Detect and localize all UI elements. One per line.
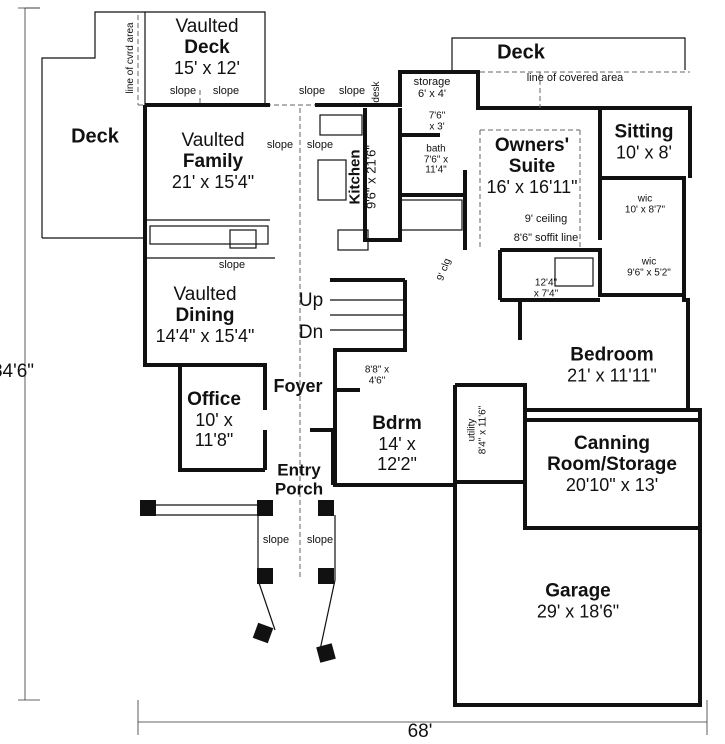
- room-title-line1: Canning: [573, 433, 650, 455]
- room-title: utility: [466, 418, 478, 442]
- room-dimensions-line1: 8'8" x: [364, 364, 390, 376]
- slope-note: slope: [266, 138, 294, 151]
- room-title-line1: Owners': [494, 135, 570, 157]
- room-owners-suite: Owners' Suite 16' x 16'11": [486, 135, 578, 198]
- stair-down-label: Dn: [298, 322, 324, 343]
- room-title-line2: Suite: [508, 156, 556, 178]
- room-title: Foyer: [273, 376, 323, 397]
- room-dimensions: 10' x 8': [616, 142, 672, 163]
- room-dimensions: 9'6" x 21'6": [363, 144, 379, 210]
- room-vaulted-deck: Vaulted Deck 15' x 12': [174, 16, 240, 79]
- slope-note: slope: [212, 84, 240, 97]
- room-dimensions: 15' x 12': [174, 57, 240, 78]
- room-bdrm: Bdrm 14' x 12'2": [372, 412, 422, 474]
- room-title: Bdrm: [372, 412, 422, 434]
- slope-note: slope: [306, 138, 334, 151]
- room-dimensions-line2: x 7'4": [533, 288, 559, 299]
- room-bedroom: Bedroom 21' x 11'11": [567, 344, 657, 387]
- room-dimensions: 6' x 4': [417, 88, 447, 100]
- room-title: bath: [426, 143, 446, 155]
- room-dimensions-line2: 4'6": [368, 375, 386, 386]
- room-dimensions: 9'6" x 5'2": [627, 267, 671, 278]
- room-title-line2: Family: [182, 151, 244, 173]
- owners-soffit-note: 8'6" soffit line: [513, 231, 579, 244]
- room-vaulted-dining: Vaulted Dining 14'4" x 15'4": [155, 284, 255, 347]
- room-foyer: Foyer: [273, 376, 323, 397]
- depth-dimension: 84'6": [0, 361, 35, 382]
- room-storage: storage 6' x 4': [414, 76, 451, 100]
- room-sitting: Sitting 10' x 8': [614, 121, 674, 164]
- slope-note: slope: [218, 258, 246, 271]
- room-title: wic: [641, 256, 657, 268]
- room-dimensions-line1: 10' x: [195, 409, 233, 430]
- interior-walls: [145, 108, 684, 485]
- room-title-line1: Vaulted: [173, 284, 237, 306]
- room-title-line1: Entry: [277, 460, 321, 480]
- room-dimensions-line1: 7'6" x: [423, 153, 449, 165]
- room-title: Garage: [545, 580, 611, 602]
- room-dimensions: 14'4" x 15'4": [155, 325, 255, 346]
- room-wc: 7'6" x 3': [428, 110, 446, 133]
- room-vaulted-family: Vaulted Family 21' x 15'4": [171, 130, 255, 193]
- room-title-line1: Vaulted: [175, 16, 239, 38]
- room-dimensions-line2: x 3': [429, 121, 445, 132]
- room-dimensions-line2: 11'4": [425, 164, 447, 176]
- room-closet: 8'8" x 4'6": [364, 364, 390, 387]
- room-canning-storage: Canning Room/Storage 20'10" x 13': [547, 433, 677, 496]
- room-dimensions: 21' x 15'4": [171, 171, 255, 192]
- room-title: Office: [187, 388, 241, 410]
- room-office: Office 10' x 11'8": [187, 388, 241, 450]
- room-dimensions-line1: 14' x: [378, 433, 416, 454]
- line-of-cvrd-area-note: line of cvrd area: [124, 22, 136, 94]
- dimension-lines: [18, 7, 708, 735]
- room-dimensions-line1: 12'4": [534, 277, 558, 289]
- slope-note: slope: [298, 84, 326, 97]
- room-title: Kitchen: [346, 149, 364, 205]
- room-dimensions: 29' x 18'6": [536, 601, 620, 622]
- porch: [140, 500, 336, 663]
- room-dimensions: 21' x 11'11": [567, 365, 657, 386]
- slope-note: slope: [338, 84, 366, 97]
- ceiling-lines: [199, 72, 581, 580]
- room-dimensions: 8'4" x 11'6": [477, 405, 488, 455]
- room-deck-top: Deck: [497, 41, 545, 64]
- room-title-line1: Vaulted: [181, 130, 245, 152]
- room-title: Bedroom: [570, 344, 654, 366]
- slope-note: slope: [169, 84, 197, 97]
- line-of-covered-area-note: line of covered area: [526, 71, 624, 84]
- room-dimensions-line2: 11'8": [194, 429, 234, 450]
- room-dimensions: 20'10" x 13': [565, 474, 659, 495]
- owners-ceiling-note: 9' ceiling: [524, 212, 568, 225]
- room-bath: bath 7'6" x 11'4": [424, 144, 448, 176]
- width-dimension: 68': [407, 721, 433, 742]
- stair-up-label: Up: [298, 290, 324, 311]
- room-title: Sitting: [614, 121, 674, 143]
- desk-note: desk: [370, 81, 382, 103]
- room-wic-2: wic 9'6" x 5'2": [627, 256, 671, 279]
- room-bath-2: 12'4" x 7'4": [533, 277, 559, 300]
- room-dimensions-line1: 7'6": [428, 110, 446, 122]
- room-garage: Garage 29' x 18'6": [536, 580, 620, 623]
- slope-note: slope: [306, 533, 334, 546]
- room-title-line2: Room/Storage: [547, 454, 677, 476]
- room-kitchen: Kitchen 9'6" x 21'6": [346, 144, 379, 210]
- room-title-line2: Deck: [184, 37, 230, 59]
- room-title: storage: [413, 75, 451, 88]
- room-title-line2: Porch: [274, 479, 324, 498]
- room-title-line2: Dining: [175, 305, 235, 327]
- exterior-walls: [143, 70, 702, 707]
- room-title: wic: [637, 193, 653, 205]
- room-deck-left: Deck: [71, 125, 119, 148]
- room-dimensions: 16' x 16'11": [486, 176, 578, 197]
- room-dimensions-line2: 12'2": [377, 453, 417, 474]
- room-utility: utility 8'4" x 11'6": [466, 405, 489, 455]
- room-wic-1: wic 10' x 8'7": [624, 193, 666, 216]
- room-dimensions: 10' x 8'7": [624, 204, 666, 215]
- room-entry-porch: Entry Porch: [275, 461, 323, 498]
- slope-note: slope: [262, 533, 290, 546]
